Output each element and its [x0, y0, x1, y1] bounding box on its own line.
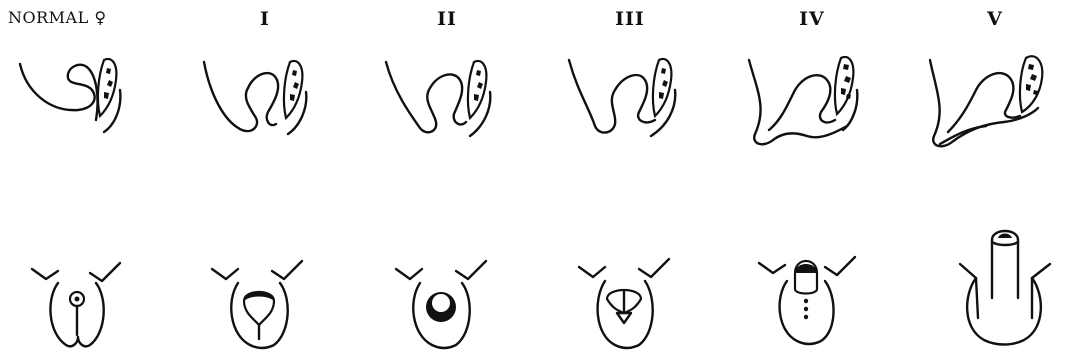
stage-label-normal: NORMAL ♀ [8, 8, 158, 27]
stage-label-3: III [555, 8, 705, 30]
stage-label-4: IV [737, 8, 887, 30]
sagittal-section-normal [8, 50, 158, 160]
stage-column-4: IV [737, 0, 887, 360]
external-genitalia-stage-4 [737, 245, 887, 345]
sagittal-section-stage-2 [372, 50, 522, 160]
external-genitalia-stage-3 [555, 255, 705, 355]
sagittal-section-stage-1 [190, 50, 340, 160]
external-genitalia-stage-1 [190, 255, 340, 355]
stage-column-normal: NORMAL ♀ [8, 0, 158, 360]
stage-column-3: III [555, 0, 705, 360]
stage-column-2: II [372, 0, 522, 360]
sagittal-section-stage-3 [555, 50, 705, 160]
stage-label-5: V [920, 8, 1070, 30]
sagittal-section-stage-4 [737, 50, 887, 160]
stage-label-2: II [372, 8, 522, 30]
stage-column-1: I [190, 0, 340, 360]
stage-label-1: I [190, 8, 340, 30]
sagittal-section-stage-5 [920, 50, 1070, 160]
external-genitalia-normal [8, 255, 158, 355]
stage-column-5: V [920, 0, 1070, 360]
external-genitalia-stage-2 [372, 255, 522, 355]
external-genitalia-stage-5 [920, 228, 1070, 348]
